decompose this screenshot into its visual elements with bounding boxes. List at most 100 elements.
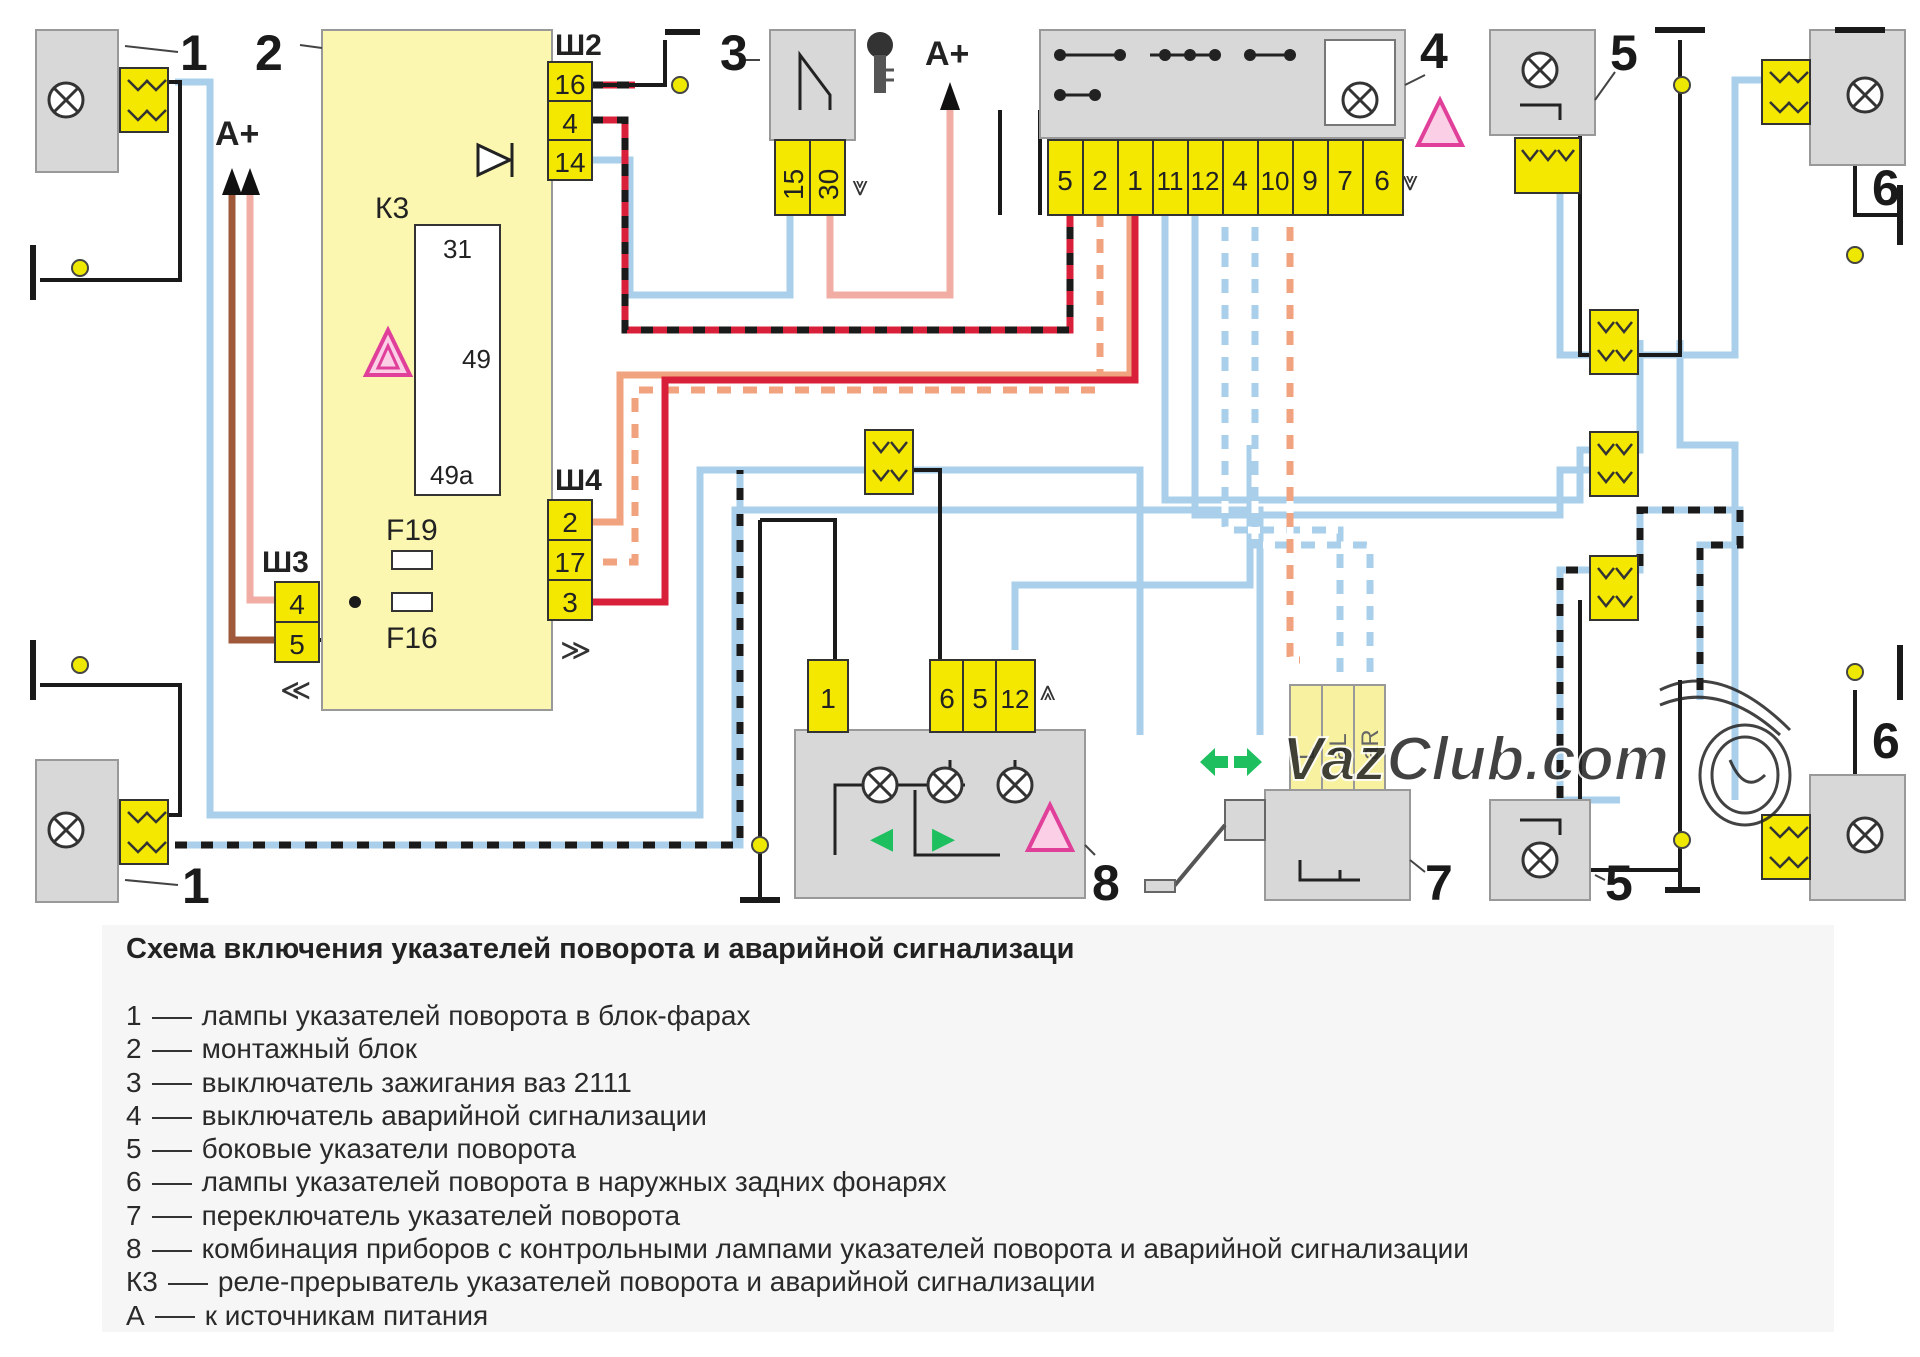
watermark-text: VazClub.com	[1282, 725, 1669, 794]
connector	[119, 67, 169, 133]
stalk-pin-al: aL	[1325, 733, 1352, 760]
cluster-connector: 1 6 5 12	[807, 659, 1036, 733]
sh4-pin-2: 2	[562, 507, 578, 538]
callout-4: 4	[1420, 23, 1448, 79]
hazard-pin: 11	[1157, 166, 1184, 196]
legend-item-text: реле-прерыватель указателей поворота и а…	[217, 1266, 1096, 1298]
sh4-pin-3: 3	[562, 587, 578, 618]
fuse-f19-label: F19	[386, 514, 438, 547]
legend-item-key: К3	[126, 1266, 158, 1298]
legend-item-text: монтажный блок	[201, 1033, 417, 1065]
sh2-pin-14: 14	[554, 147, 585, 178]
legend-dash	[151, 1149, 192, 1152]
fuse-f19-symbol	[391, 550, 433, 570]
legend-item-key: 8	[126, 1233, 142, 1265]
hazard-pin: 7	[1337, 165, 1353, 196]
hazard-switch-connector: 5 2 1 11 12 4 10 9 7 6	[1047, 139, 1404, 216]
hazard-switch: 5 2 1 11 12 4 10 9 7 6 ⩔	[1039, 29, 1466, 216]
legend-item-key: 5	[126, 1133, 142, 1165]
hazard-pin: 6	[1374, 165, 1390, 196]
callout-7: 7	[1425, 855, 1453, 911]
instrument-cluster: ◀ ▶ 1 6 5 12 ⩓	[794, 659, 1086, 899]
callouts: 1 1 2 3 4 5 5 6 6 7 8	[124, 23, 1900, 914]
legend-item-text: лампы указателей поворота в наружных зад…	[201, 1166, 947, 1198]
front-lamp-top	[35, 29, 169, 173]
supply-arrow-icon	[222, 168, 260, 195]
sh3-pin-5: 5	[289, 629, 305, 660]
rear-lamp-top	[1761, 29, 1906, 166]
side-repeater-top	[1489, 29, 1596, 194]
callout-1-top: 1	[180, 25, 208, 81]
sh3-label: Ш3	[262, 546, 309, 579]
double-arrow-icon	[1200, 748, 1262, 776]
supply-arrow-icon	[940, 82, 960, 110]
hazard-pin: 1	[1127, 165, 1143, 196]
legend-dash	[167, 1282, 208, 1285]
sh4-pin-17: 17	[554, 547, 585, 578]
diode-symbol	[476, 142, 514, 178]
legend-item-text: к источникам питания	[204, 1299, 489, 1331]
legend-title: Схема включения указателей поворота и ав…	[126, 933, 1075, 965]
legend-item: 6 лампы указателей поворота в наружных за…	[126, 1165, 1469, 1198]
sh2-pin-4: 4	[562, 108, 578, 139]
legend-item-key: 2	[126, 1033, 142, 1065]
connector	[1761, 814, 1811, 880]
legend-dash	[154, 1316, 195, 1319]
sh3-connector: 4 5	[274, 581, 320, 663]
sh4-label: Ш4	[555, 464, 602, 497]
hazard-pin: 9	[1302, 165, 1318, 196]
callout-6-top: 6	[1872, 160, 1900, 216]
black-blue-wires	[175, 470, 1744, 850]
ignition-switch: 15 30 А+ ⩔	[769, 29, 969, 216]
legend-item: 1 лампы указателей поворота в блок-фарах	[126, 999, 1469, 1032]
callout-8: 8	[1092, 855, 1120, 911]
watermark: VazClub.com	[1281, 679, 1792, 827]
harness-connectors	[864, 309, 1639, 621]
wire-cluster-12	[1011, 445, 1254, 650]
legend-item-text: боковые указатели поворота	[201, 1133, 576, 1165]
legend-item-key: 7	[126, 1199, 142, 1231]
connector-glyph-icon: ⩔	[1402, 165, 1418, 196]
key-icon	[867, 32, 894, 93]
legend-item-key: 1	[126, 1000, 142, 1031]
legend-item-text: переключатель указателей поворота	[201, 1199, 681, 1231]
sh2-label: Ш2	[555, 29, 602, 62]
legend-item-key: 6	[126, 1166, 142, 1198]
fuse-f16-symbol	[391, 592, 433, 612]
callout-3: 3	[720, 25, 748, 81]
callout-5-top: 5	[1610, 25, 1638, 81]
legend-item-text: выключатель аварийной сигнализации	[201, 1099, 707, 1131]
legend-dash	[151, 1016, 192, 1019]
callout-5-bottom: 5	[1605, 855, 1633, 911]
hazard-pin: 2	[1092, 165, 1108, 196]
hazard-pin: 12	[1191, 166, 1220, 196]
arrow-left-icon: ◀	[870, 822, 893, 855]
lada-logo-icon	[1659, 679, 1792, 827]
legend-dash	[151, 1216, 192, 1219]
hazard-pin: 10	[1261, 166, 1290, 196]
ground-dots	[71, 76, 1864, 854]
ignition-pin-15: 15	[778, 169, 809, 200]
hazard-triangle-icon	[1024, 800, 1076, 852]
blue-white-wires	[1221, 215, 1374, 735]
cluster-pin-1: 1	[820, 683, 836, 714]
wire-left-front-top	[175, 78, 1144, 819]
legend-item: 7 переключатель указателей поворота	[126, 1199, 1469, 1232]
legend-item: 2 монтажный блок	[126, 1032, 1469, 1065]
connector	[119, 799, 169, 865]
relay-k3	[414, 224, 501, 496]
relay-k3-label: К3	[375, 192, 409, 225]
connector-glyph-icon: ≫	[560, 634, 591, 667]
legend-dash	[151, 1083, 192, 1086]
connector-glyph-icon: ≪	[280, 674, 311, 707]
sh4-connector: 2 17 3	[547, 499, 593, 621]
stalk-pin-ar: aR	[1357, 729, 1384, 760]
ground-symbols	[30, 27, 1903, 903]
orange-wires	[565, 215, 1300, 664]
relay-pin-49a: 49а	[430, 460, 474, 490]
wire-red-sh4-3	[565, 215, 1139, 606]
legend-item-text: лампы указателей поворота в блок-фарах	[201, 1000, 751, 1031]
